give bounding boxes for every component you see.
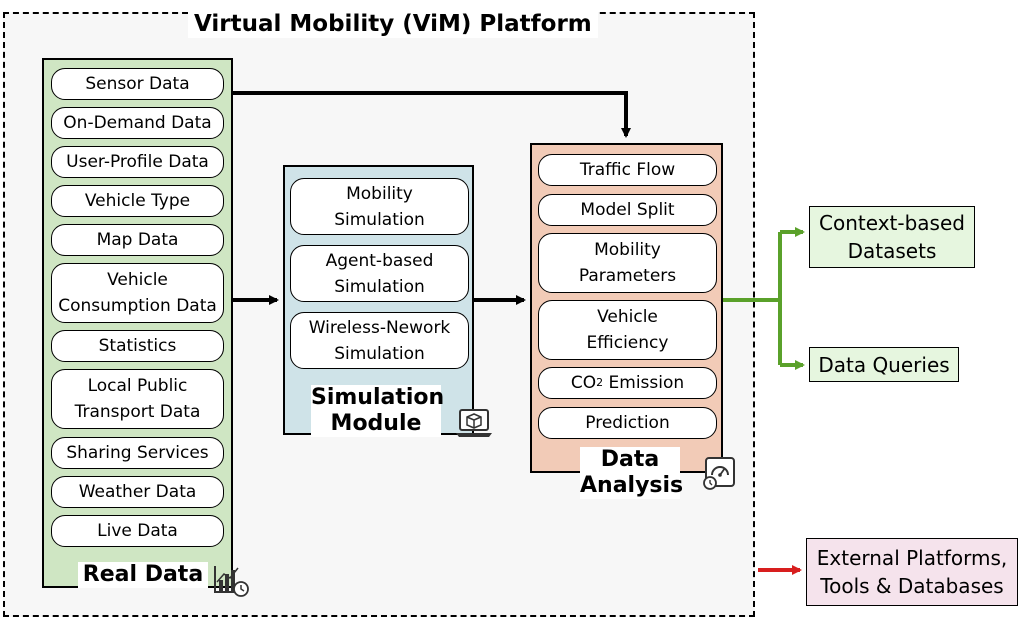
simulation-item: Mobility Simulation — [290, 178, 469, 235]
real-data-item: Sharing Services — [51, 437, 224, 469]
external-platforms-box: External Platforms, Tools & Databases — [806, 538, 1018, 606]
laptop-cube-icon — [456, 409, 492, 437]
real-data-item: Local Public Transport Data — [51, 369, 224, 429]
context-datasets-box: Context-based Datasets — [809, 206, 975, 268]
analysis-item: Prediction — [538, 407, 717, 439]
real-data-label: Real Data — [78, 562, 208, 588]
simulation-item: Wireless-Nework Simulation — [290, 312, 469, 369]
simulation-label: Simulation Module — [311, 385, 445, 437]
data-queries-box: Data Queries — [809, 347, 959, 382]
analysis-column: Traffic Flow Model Split Mobility Parame… — [530, 143, 723, 499]
analysis-item: Model Split — [538, 194, 717, 226]
real-data-item: Vehicle Consumption Data — [51, 263, 224, 323]
analysis-item: Vehicle Efficiency — [538, 300, 717, 360]
real-data-item: Sensor Data — [51, 68, 224, 100]
co2-suffix: Emission — [603, 373, 685, 393]
analysis-item: Traffic Flow — [538, 154, 717, 186]
platform-title: Virtual Mobility (ViM) Platform — [188, 10, 598, 38]
real-data-column: Sensor Data On-Demand Data User-Profile … — [42, 58, 233, 588]
chart-clock-icon — [214, 566, 249, 597]
real-data-item: Map Data — [51, 224, 224, 256]
analysis-item: Mobility Parameters — [538, 233, 717, 293]
gauge-clock-icon — [703, 457, 735, 490]
sensor-to-analysis-arrow — [233, 91, 631, 138]
analysis-label: Data Analysis — [580, 447, 684, 499]
simulation-column: Mobility Simulation Agent-based Simulati… — [283, 165, 474, 437]
simulation-item: Agent-based Simulation — [290, 245, 469, 302]
real-data-item: On-Demand Data — [51, 107, 224, 139]
co2-text: CO — [570, 373, 597, 393]
real-data-item: Live Data — [51, 515, 224, 547]
real-data-item: Weather Data — [51, 476, 224, 508]
real-data-item: Statistics — [51, 330, 224, 362]
real-data-item: User-Profile Data — [51, 146, 224, 178]
real-data-item: Vehicle Type — [51, 185, 224, 217]
